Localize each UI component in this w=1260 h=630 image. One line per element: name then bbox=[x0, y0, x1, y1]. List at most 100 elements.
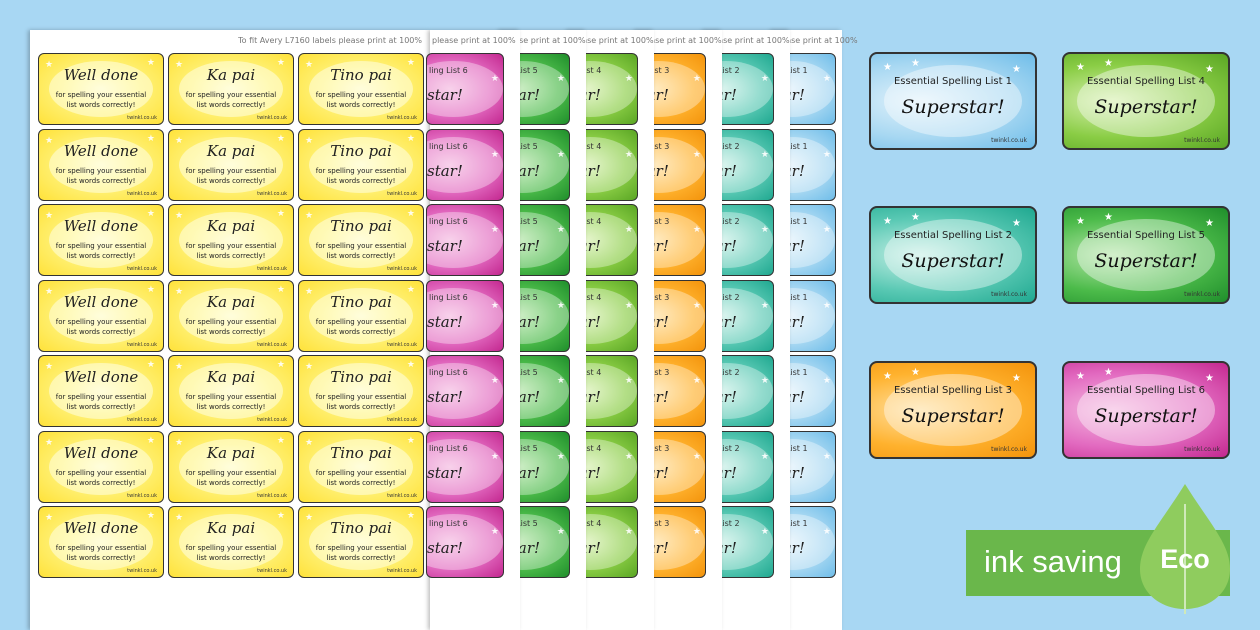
star-icon: ★ bbox=[490, 451, 499, 462]
brand-text: twinkl.co.uk bbox=[127, 341, 157, 348]
star-icon: ★ bbox=[305, 362, 314, 372]
back-label-word: star! bbox=[427, 237, 463, 255]
star-icon: ★ bbox=[760, 376, 769, 386]
label-title: Well done bbox=[63, 368, 139, 386]
star-icon: ★ bbox=[1104, 58, 1113, 69]
label-title: Tino pai bbox=[330, 368, 392, 386]
star-icon: ★ bbox=[146, 360, 155, 370]
brand-text: twinkl.co.uk bbox=[257, 341, 287, 348]
star-icon: ★ bbox=[146, 511, 155, 521]
star-icon: ★ bbox=[911, 212, 920, 223]
brand-text: twinkl.co.uk bbox=[257, 115, 287, 121]
star-icon: ★ bbox=[305, 513, 314, 523]
brand-text: twinkl.co.uk bbox=[257, 568, 287, 574]
star-icon: ★ bbox=[146, 58, 155, 68]
star-icon: ★ bbox=[276, 360, 285, 370]
star-icon: ★ bbox=[406, 133, 415, 144]
star-icon: ★ bbox=[760, 300, 769, 311]
brand-text: twinkl.co.uk bbox=[387, 417, 417, 423]
star-icon: ★ bbox=[692, 225, 701, 235]
star-icon: ★ bbox=[175, 286, 184, 297]
star-icon: ★ bbox=[305, 437, 314, 448]
back-label-word: star! bbox=[427, 161, 463, 180]
star-icon: ★ bbox=[305, 211, 314, 221]
label-title: Tino pai bbox=[330, 66, 392, 84]
star-icon: ★ bbox=[1205, 64, 1214, 75]
star-icon: ★ bbox=[692, 451, 701, 462]
label-title: Tino pai bbox=[330, 292, 392, 311]
superstar-label-list: Essential Spelling List 5 bbox=[1086, 230, 1206, 241]
superstar-label-list: Essential Spelling List 6 bbox=[1086, 385, 1206, 396]
star-icon: ★ bbox=[760, 149, 769, 160]
label-title: Well done bbox=[63, 519, 139, 537]
star-icon: ★ bbox=[175, 135, 184, 146]
star-icon: ★ bbox=[305, 60, 314, 70]
back-print-note: please print at 100% bbox=[706, 36, 790, 45]
star-icon: ★ bbox=[1012, 64, 1021, 75]
star-icon: ★ bbox=[175, 60, 184, 70]
back-print-note: please print at 100% bbox=[774, 36, 858, 45]
star-icon: ★ bbox=[624, 300, 633, 311]
star-icon: ★ bbox=[760, 527, 769, 537]
star-icon: ★ bbox=[406, 511, 415, 521]
superstar-label-title: Superstar! bbox=[901, 405, 1005, 427]
eco-badge-label: Eco bbox=[1160, 544, 1210, 574]
brand-text: twinkl.co.uk bbox=[127, 568, 157, 574]
label-title: Tino pai bbox=[330, 443, 392, 462]
star-icon: ★ bbox=[883, 216, 892, 227]
star-icon: ★ bbox=[692, 376, 701, 386]
back-label-list: ling List 6 bbox=[429, 66, 468, 75]
label-title: Ka pai bbox=[206, 292, 256, 311]
label-title: Ka pai bbox=[206, 368, 256, 386]
back-label: ng List 3star!★ bbox=[632, 506, 706, 578]
star-icon: ★ bbox=[556, 300, 565, 311]
back-label-list: ling List 6 bbox=[429, 368, 468, 377]
superstar-label-list: Essential Spelling List 3 bbox=[893, 385, 1013, 396]
star-icon: ★ bbox=[692, 527, 701, 537]
brand-text: twinkl.co.uk bbox=[387, 266, 417, 272]
superstar-label-list: Essential Spelling List 1 bbox=[893, 76, 1013, 87]
back-label-list: ling List 6 bbox=[429, 443, 468, 453]
ink-saving-text: ink saving bbox=[984, 544, 1122, 579]
star-icon: ★ bbox=[175, 362, 184, 372]
star-icon: ★ bbox=[883, 371, 892, 382]
brand-text: twinkl.co.uk bbox=[127, 417, 157, 423]
star-icon: ★ bbox=[146, 133, 155, 144]
star-icon: ★ bbox=[624, 74, 633, 84]
star-icon: ★ bbox=[1205, 218, 1214, 229]
label-title: Well done bbox=[63, 141, 139, 160]
star-icon: ★ bbox=[175, 211, 184, 221]
brand-text: twinkl.co.uk bbox=[127, 492, 157, 499]
star-icon: ★ bbox=[45, 437, 54, 448]
star-icon: ★ bbox=[490, 376, 499, 386]
star-icon: ★ bbox=[1012, 218, 1021, 229]
brand-text: twinkl.co.uk bbox=[387, 190, 417, 197]
brand-text: twinkl.co.uk bbox=[1184, 446, 1220, 453]
star-icon: ★ bbox=[305, 286, 314, 297]
